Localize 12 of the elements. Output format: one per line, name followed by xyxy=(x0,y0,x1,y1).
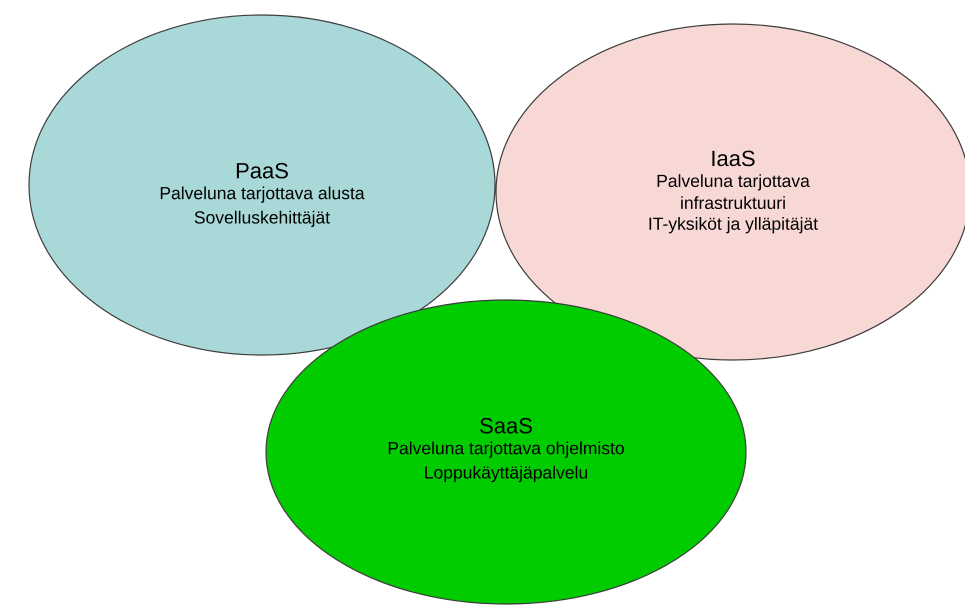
node-label: Palveluna tarjottava ohjelmisto xyxy=(388,441,624,458)
node-label: Loppukäyttäjäpalvelu xyxy=(425,466,588,482)
node-label: Sovelluskehittäjät xyxy=(194,210,330,228)
node-label: SaaS xyxy=(480,418,532,434)
node-label: Palveluna tarjottava alusta xyxy=(160,186,365,203)
ellipse xyxy=(28,14,496,356)
ellipse xyxy=(495,23,965,361)
node-label: PaaS xyxy=(236,162,288,178)
ellipse xyxy=(265,299,747,605)
node-label: IT-yksiköt ja ylläpitäjät xyxy=(650,217,818,234)
node-label: Palveluna tarjottava infrastruktuuri xyxy=(658,174,810,210)
node-label: IaaS xyxy=(712,150,755,166)
